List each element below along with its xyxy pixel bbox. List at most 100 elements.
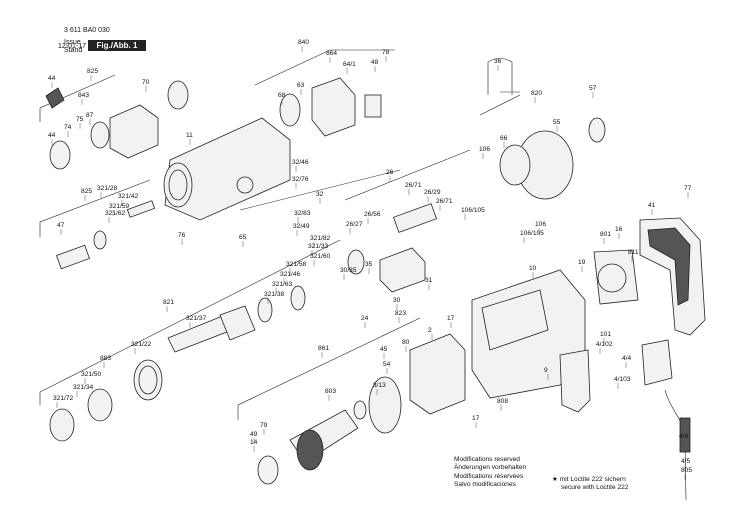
part-label-55: 321/63 [272, 281, 293, 288]
part-label-29: 321/28 [97, 185, 118, 192]
part-label-20: 66 [500, 135, 508, 142]
part-label-3: 75 [76, 116, 84, 123]
part-label-58: 30/35 [340, 267, 357, 274]
part-label-5: 70 [142, 79, 150, 86]
part-label-42: 106 [535, 221, 546, 228]
modifications-fr: Modifications réservées [454, 472, 524, 480]
part-label-9: 864 [326, 50, 337, 57]
gear-ring [499, 144, 531, 186]
part-label-0: 44 [48, 75, 56, 82]
part-label-24: 32 [316, 191, 324, 198]
part-label-54: 321/46 [280, 271, 301, 278]
part-label-39: 26/56 [364, 211, 381, 218]
part-label-8: 840 [298, 39, 309, 46]
part-label-40: 26/27 [346, 221, 363, 228]
part-label-17: 820 [531, 90, 542, 97]
part-label-35: 26 [386, 169, 394, 176]
part-label-6: 74 [64, 124, 72, 131]
part-label-91: 805 [681, 467, 692, 474]
part-label-63: 321/37 [186, 315, 207, 322]
part-label-7: 44 [48, 132, 56, 139]
part-label-52: 321/60 [310, 253, 331, 260]
loctite-en: secure with Loctite 222 [561, 484, 629, 492]
figure-label: Fig./Abb. 1 [88, 40, 146, 51]
part-label-71: 321/22 [131, 341, 152, 348]
part-label-66: 17 [447, 315, 455, 322]
part-label-12: 48 [371, 59, 379, 66]
part-label-72: 883 [100, 355, 111, 362]
motor-group [257, 333, 466, 485]
part-label-50: 321/82 [310, 235, 331, 242]
part-label-81: 4/4 [622, 355, 631, 362]
part-label-10: 64/1 [343, 61, 356, 68]
part-label-13: 63 [297, 82, 305, 89]
part-label-25: 32/83 [294, 210, 311, 217]
part-label-47: 811 [628, 249, 639, 256]
part-label-15: 11 [186, 132, 193, 139]
handle-assembly [593, 217, 706, 386]
tool-holder [45, 80, 189, 170]
part-label-87: 49 [250, 431, 258, 438]
part-label-62: 821 [163, 299, 174, 306]
part-label-30: 321/42 [118, 193, 139, 200]
part-label-32: 321/62 [105, 210, 126, 217]
part-label-56: 321/38 [264, 291, 285, 298]
cable-guard [679, 417, 691, 453]
part-label-73: 861 [318, 345, 329, 352]
part-label-27: 65 [239, 234, 247, 241]
part-label-46: 16 [615, 226, 623, 233]
part-label-23: 32/76 [292, 176, 309, 183]
part-label-18: 57 [589, 85, 597, 92]
modifications-en: Modifications reserved [454, 456, 520, 463]
part-label-48: 801 [600, 231, 611, 238]
part-label-43: 106/105 [520, 230, 544, 237]
assembly-frames [39, 49, 521, 420]
part-label-75: 321/50 [81, 371, 102, 378]
part-label-26: 32/49 [293, 223, 310, 230]
part-label-21: 106 [479, 146, 490, 153]
issue-label: Issue [64, 39, 81, 46]
part-label-61: 10 [529, 265, 537, 272]
part-label-38: 26/71 [436, 198, 453, 205]
modifications-es: Salvo modificaciones [454, 481, 516, 489]
part-label-45: 41 [648, 202, 656, 209]
loctite-de: mit Loctite 222 sichern [559, 476, 626, 483]
part-label-85: 3/13 [373, 382, 386, 389]
part-label-84: 803 [325, 388, 336, 395]
part-label-14: 68 [278, 92, 286, 99]
part-label-4: 87 [86, 112, 94, 119]
part-label-44: 77 [684, 185, 692, 192]
part-label-70: 4/102 [596, 341, 613, 348]
part-label-41: 106/105 [461, 207, 485, 214]
part-label-83: 54 [383, 361, 391, 368]
part-label-28: 825 [81, 188, 92, 195]
part-label-11: 78 [382, 49, 390, 56]
part-label-82: 4/103 [614, 376, 631, 383]
part-label-76: 321/34 [73, 384, 94, 391]
part-label-19: 55 [553, 119, 561, 126]
part-label-51: 321/33 [308, 243, 329, 250]
part-label-80: 17 [472, 415, 480, 422]
part-label-69: 101 [600, 331, 611, 338]
part-label-16: 36 [494, 58, 502, 65]
part-label-77: 321/72 [53, 395, 74, 402]
part-label-68: 80 [402, 339, 410, 346]
part-label-22: 32/46 [292, 159, 309, 166]
part-label-31: 321/59 [109, 203, 130, 210]
document-number: 3 611 BA0 030 [64, 27, 110, 34]
part-label-60: 30 [393, 297, 401, 304]
part-label-1: 825 [87, 68, 98, 75]
issue-date: 12-01-17 [58, 43, 87, 50]
hammer-housing [163, 117, 291, 221]
loctite-note: ★ mit Loctite 222 sichern secure with Lo… [552, 476, 628, 493]
star-icon: ★ [552, 476, 558, 483]
part-label-79: 808 [497, 398, 508, 405]
part-label-67: 2 [428, 327, 432, 334]
part-label-2: 843 [78, 92, 89, 99]
gear-housing [471, 269, 591, 413]
cam-group [257, 203, 438, 323]
piston-group [49, 200, 256, 442]
retaining-clip [487, 58, 513, 95]
